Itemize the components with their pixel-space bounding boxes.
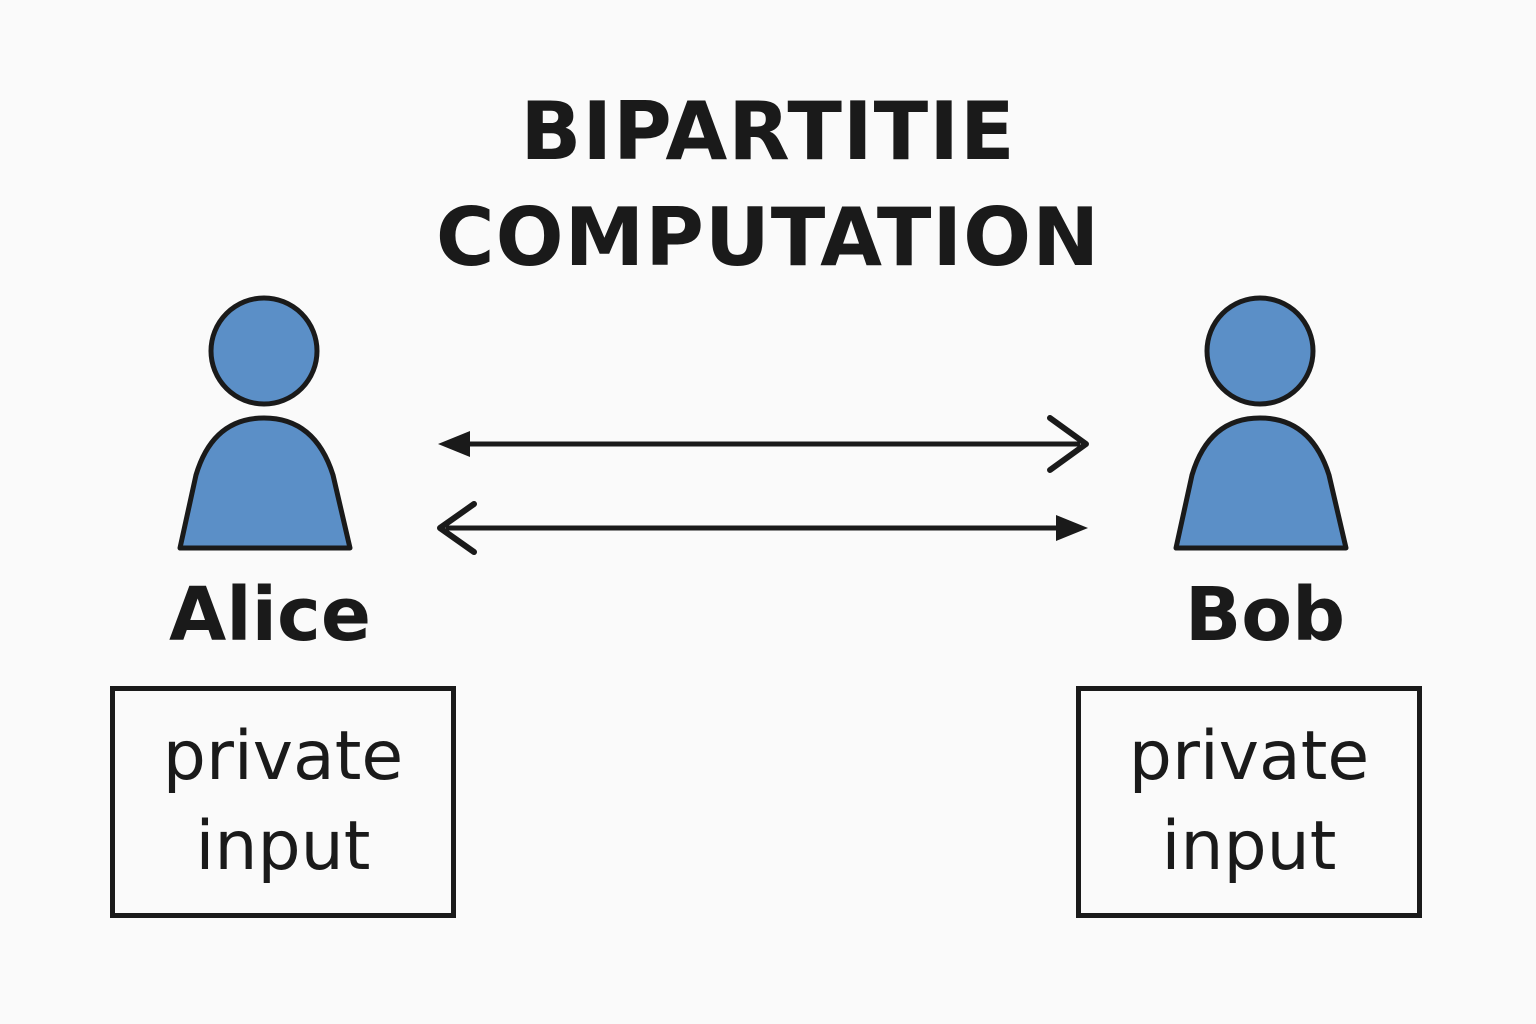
bob-name-label: Bob [1184, 572, 1346, 658]
alice-private-input-text: private input [163, 712, 403, 892]
alice-input-line-1: private [162, 717, 404, 796]
bob-private-input-box: private input [1076, 686, 1422, 918]
bob-input-line-2: input [1161, 807, 1337, 886]
alice-private-input-box: private input [110, 686, 456, 918]
alice-name-label: Alice [168, 572, 372, 658]
diagram-title-line-1: BIPARTITIE [520, 85, 1016, 178]
bob-person-icon [1173, 295, 1349, 551]
diagram-title-line-2: COMPUTATION [435, 191, 1101, 284]
bottom-bidirectional-arrow [437, 501, 1088, 555]
alice-input-line-2: input [195, 807, 371, 886]
alice-person-icon [177, 295, 353, 551]
bob-private-input-text: private input [1129, 712, 1369, 892]
bob-input-line-1: private [1128, 717, 1370, 796]
top-bidirectional-arrow [438, 415, 1089, 473]
